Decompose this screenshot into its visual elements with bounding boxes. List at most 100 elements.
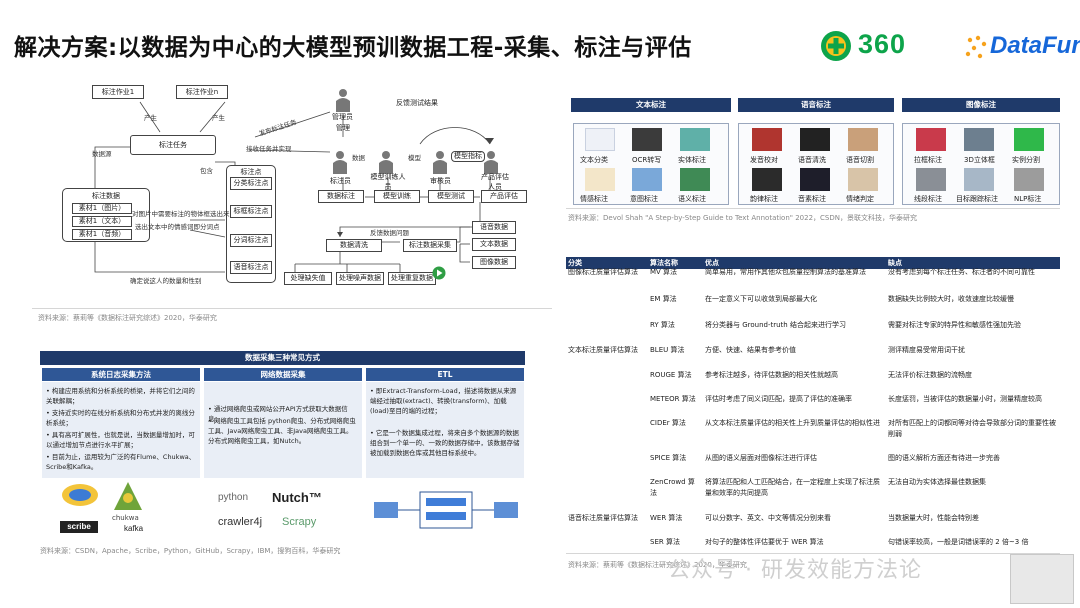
step-annotate: 数据标注 [318,190,364,203]
manager-label: 管理员 [332,113,353,121]
label-point-box: 标框标注点 [230,205,272,218]
row-9-con: 当数据量大时，性能会特别差 [888,514,979,522]
row-4-name: ROUGE 算法 [650,371,692,379]
row-10-name: SER 算法 [650,538,680,546]
col0-bullet-2-text: 具有高可扩展性，也就是说，当数据量增加时，可以通过增加节点进行水平扩展； [46,431,195,449]
data-source-label: 数据源 [92,150,112,158]
thumb-clean [800,128,830,151]
trainer-person-icon [379,151,393,174]
row-10-pro: 对句子的整体性评估要优于 WER 算法 [705,538,824,546]
row-10-con: 句错误率较高，一般是词错误率的 2 倍~3 倍 [888,538,1029,546]
row-6-con: 对所有匹配上的词都同等对待会导致部分词的重要性被削弱 [888,419,1056,438]
row-8-pro: 将算法匹配和人工匹配结合，在一定程度上实现了标注质量和效率的共同提高 [705,478,880,497]
thumb-text-classify [585,128,615,151]
cap-speech-4: 音素标注 [798,195,826,203]
col0-bullet-0: • 构建应用系统和分析系统的桥梁，并将它们之间的关联解耦； [46,387,195,405]
scribe-logo-icon [62,484,98,506]
step-test: 模型测试 [428,190,474,203]
evaluator-label: 产品评估人员 [481,173,509,191]
card-image-title: 图像标注 [902,98,1060,112]
row-9-pro: 可以分数字、英文、中文等情况分别来看 [705,514,831,522]
collect-col-0-body [42,382,200,478]
row-3-pro: 方便、快速、结果有参考价值 [705,346,796,354]
thumb-entity [680,128,710,151]
annotator-person-icon [333,151,347,174]
note-count: 确定说这人的数量和性别 [130,277,202,285]
row-1-con: 数据缺失比例较大时，收敛速度比较缓慢 [888,295,1014,303]
source-note-1: 资料来源：蔡莉等《数据标注研究综述》2020，华泰研究 [38,314,217,322]
label-point-classify: 分类标注点 [230,177,272,190]
auditor-person-icon [433,151,447,174]
collect-col-1-body [204,382,362,478]
brand-360-logo [821,31,851,61]
row-2-name: RY 算法 [650,321,675,329]
evaluator-person-icon [484,151,498,174]
material-audio: 素材1（音频） [72,229,132,240]
col0-bullet-2: • 具有高可扩展性，也就是说，当数据量增加时，可以通过增加节点进行水平扩展； [46,431,195,449]
note-text: 选出文本中的情感词即分词点 [135,223,220,231]
row-7-con: 图的语义解析方面还有待进一步完善 [888,454,1000,462]
play-icon [432,266,446,280]
collection-box: 标注数据采集 [403,239,457,252]
cap-image-4: 目标跟踪标注 [956,195,998,203]
crawler4j-logo-text: crawler4j [218,516,263,528]
step-evaluate: 产品评估 [481,190,527,203]
th-category: 分类 [568,259,582,267]
col2-bullet-1-text: 它是一个数据集成过程，将来自多个数据源的数据组合到一个单一的、一致的数据存储中，… [370,429,520,457]
watermark-badge [1010,554,1074,604]
source-note-2: 资料来源：Devol Shah "A Step-by-Step Guide to… [568,214,917,222]
collect-col-2-head: ETL [366,368,524,381]
cap-speech-0: 发音校对 [750,156,778,164]
row-2-pro: 将分类器与 Ground-truth 结合起来进行学习 [705,321,846,329]
th-con: 缺点 [888,259,902,267]
brand-datafun-logo [965,35,987,59]
source-text: 文本数据 [472,238,516,251]
cap-speech-3: 韵律标注 [750,195,778,203]
cap-text-3: 情感标注 [580,195,608,203]
etl-diagram-icon [374,491,518,529]
thumb-ocr [632,128,662,151]
cap-speech-1: 语音清洗 [798,156,826,164]
nutch-logo-text: Nutch™ [272,490,322,505]
row-1-pro: 在一定意义下可以收敛到局部最大化 [705,295,817,303]
brand-datafun-text: DataFun. [990,32,1080,59]
data-label: 数据 [352,154,365,162]
cap-text-1: OCR转写 [632,156,662,164]
row-3-category: 文本标注质量评估算法 [568,346,638,354]
thumb-phoneme [800,168,830,191]
section-divider [32,308,552,309]
row-0-category: 图像标注质量评估算法 [568,268,638,276]
thumb-emotion [848,168,878,191]
row-6-pro: 从文本标注质量评估的相关性上升到质量评估的相似性进 [705,419,880,427]
thumb-prosody [752,168,782,191]
source-image: 图像数据 [472,256,516,269]
task-box-n: 标注作业n [176,85,228,99]
row-5-pro: 评估时考虑了同义词匹配，提高了评估的准确率 [705,395,852,403]
task-scroll: 标注任务 [130,135,216,155]
row-0-name: MV 算法 [650,268,678,276]
row-0-con: 没有考虑到每个标注任务、标注者的不同可靠性 [888,268,1035,276]
thumb-nlp [1014,168,1044,191]
thumb-3d [964,128,994,151]
model-metrics-badge: 模型指标 [451,151,485,162]
thumb-bbox [916,128,946,151]
annotator-label: 标注员 [330,177,351,185]
kafka-logo-text: kafka [124,524,144,533]
manager-person-icon [336,89,350,112]
col1-bullet-0: • 通过网络爬虫或网站公开API方式获取大数据信息； [208,405,348,423]
row-9-name: WER 算法 [650,514,683,522]
process-missing: 处理缺失值 [284,272,332,285]
thumb-sentiment [585,168,615,191]
row-1-name: EM 算法 [650,295,677,303]
label-point-segment: 分词标注点 [230,234,272,247]
cap-image-3: 线段标注 [914,195,942,203]
table-bottom-rule [566,553,1060,554]
row-2-con: 需要对标注专家的特异性和敏感性强加先验 [888,321,1021,329]
col0-bullet-1: • 支持近实时的在线分析系统和分布式并发的离线分析系统； [46,409,195,427]
feedback-test-label: 反馈测试结果 [396,99,438,107]
receive-label: 接收任务并实现 [246,145,292,153]
row-4-con: 无法评价标注数据的流畅度 [888,371,972,379]
source-note-4: 资料来源：蔡莉等《数据标注研究综述》2020，华泰研究 [568,561,747,569]
collect-title: 数据采集三种常见方式 [40,351,525,365]
collect-col-1-head: 网络数据采集 [204,368,362,381]
